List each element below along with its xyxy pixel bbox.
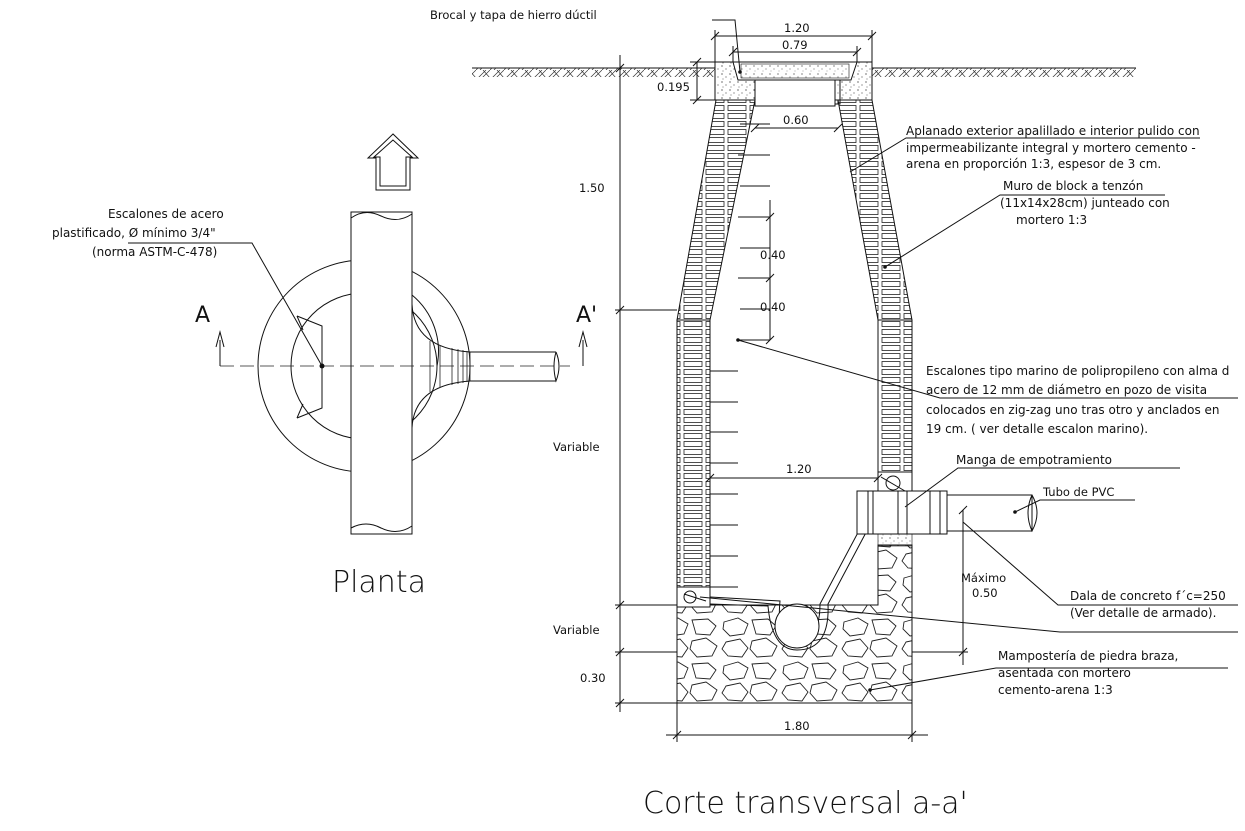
label-brocal: Brocal y tapa de hierro dúctil — [430, 8, 597, 22]
label-aplanado-1: Aplanado exterior apalillado e interior … — [906, 124, 1200, 138]
plan-steps-note-2: plastificado, Ø mínimo 3/4" — [52, 226, 216, 240]
marine-steps — [710, 123, 770, 588]
plan-section-left: A — [195, 303, 210, 328]
dim-inner-width: 1.20 — [786, 462, 812, 476]
dim-neck-width: 0.60 — [783, 113, 809, 127]
north-arrow-icon — [366, 133, 420, 191]
wall-right — [877, 319, 913, 473]
label-mamposteria-3: cemento-arena 1:3 — [998, 683, 1113, 697]
label-muro-1: Muro de block a tenzón — [1003, 179, 1143, 193]
label-maximo-2: 0.50 — [972, 586, 998, 600]
label-escalones-3: colocados en zig-zag uno tras otro y anc… — [926, 403, 1220, 417]
pvc-pipe — [946, 494, 1033, 532]
plan-title: Planta — [332, 565, 426, 600]
label-muro-2: (11x14x28cm) junteado con — [1000, 196, 1170, 210]
dim-top-width: 1.20 — [784, 21, 810, 35]
manga-sleeve — [856, 490, 948, 535]
dim-body-height: Variable — [553, 440, 600, 454]
wall-right-cone — [837, 99, 913, 321]
wall-left — [676, 319, 711, 606]
dim-step-spacing-1: 0.40 — [760, 248, 786, 262]
plan-steps-note-3: (norma ASTM-C-478) — [92, 245, 217, 259]
plan-steps-note-1: Escalones de acero — [108, 207, 224, 221]
section-title: Corte transversal a-a' — [643, 786, 968, 821]
dim-base-height: 0.30 — [580, 671, 606, 685]
dim-base-width: 1.80 — [784, 719, 810, 733]
label-mamposteria-1: Mampostería de piedra braza, — [998, 649, 1178, 663]
label-escalones-2: acero de 12 mm de diámetro en pozo de vi… — [926, 383, 1207, 397]
dim-cone-height: 1.50 — [579, 181, 605, 195]
channel-pipe — [774, 603, 820, 649]
dim-bench-height: Variable — [553, 623, 600, 637]
label-tubo: Tubo de PVC — [1042, 485, 1114, 499]
section-view: 1.20 0.79 0.60 0.195 1.50 0.40 0.40 1.20… — [430, 8, 1238, 821]
label-mamposteria-2: asentada con mortero — [998, 666, 1131, 680]
label-dala-2: (Ver detalle de armado). — [1070, 606, 1216, 620]
label-maximo-1: Máximo — [961, 571, 1006, 585]
label-muro-3: mortero 1:3 — [1016, 213, 1087, 227]
plan-section-right: A' — [576, 303, 597, 328]
wall-left-cone — [676, 99, 756, 321]
label-aplanado-3: arena en proporción 1:3, espesor de 3 cm… — [906, 157, 1161, 171]
plan-view: A A' Escalones de acero plastificado, Ø … — [52, 133, 597, 600]
dim-step-spacing-2: 0.40 — [760, 300, 786, 314]
dim-cover-width: 0.79 — [782, 38, 808, 52]
plan-vertical-pipe — [350, 211, 413, 535]
label-aplanado-2: impermeabilizante integral y mortero cem… — [906, 141, 1196, 155]
label-escalones-1: Escalones tipo marino de polipropileno c… — [926, 364, 1229, 378]
label-dala-1: Dala de concreto f´c=250 — [1070, 589, 1226, 603]
dim-brocal-height: 0.195 — [657, 80, 690, 94]
label-escalones-4: 19 cm. ( ver detalle escalon marino). — [926, 422, 1148, 436]
label-manga: Manga de empotramiento — [956, 453, 1112, 467]
